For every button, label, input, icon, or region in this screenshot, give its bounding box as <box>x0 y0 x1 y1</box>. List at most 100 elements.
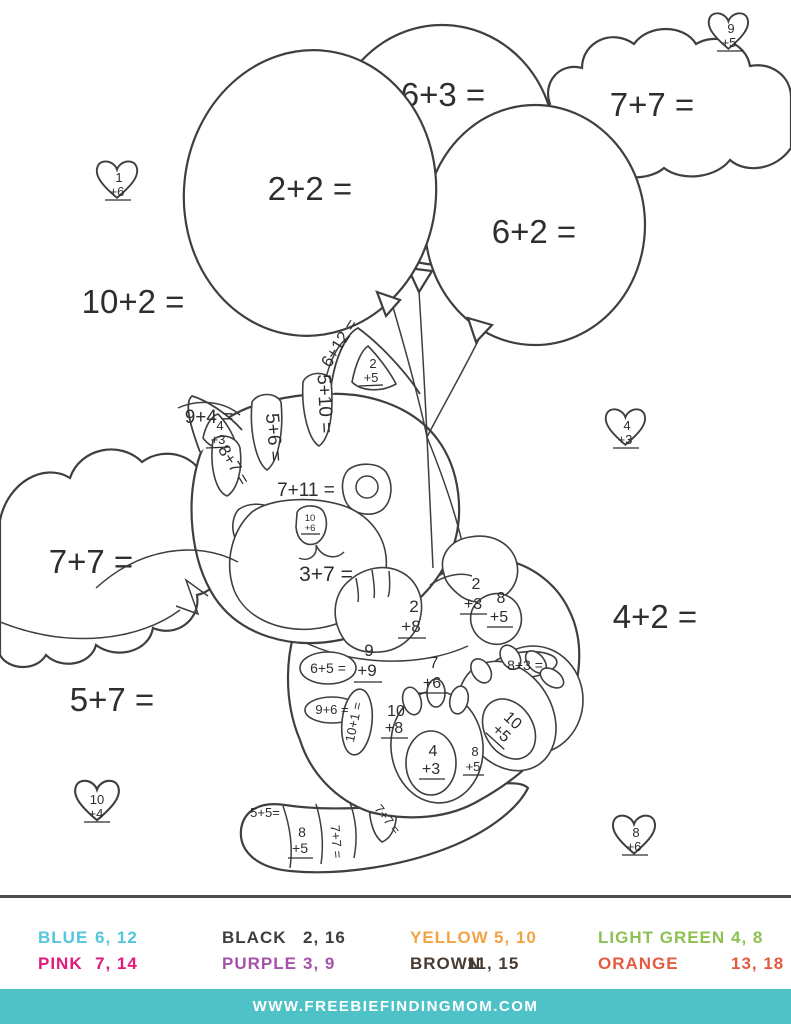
string <box>426 338 480 438</box>
balloon-middle-knot <box>406 266 434 295</box>
cheek-fluff <box>175 577 209 616</box>
problem-tail-b-top: 8 <box>298 824 306 840</box>
problem-loose-five-seven: 5+7 = <box>70 681 154 718</box>
heart-middle-right: 4 +3 <box>604 408 647 449</box>
problem-right-paw-b-bottom: +5 <box>490 609 508 626</box>
forehead-line <box>177 401 241 416</box>
key-item-blue: BLUE 6, 12 <box>38 928 137 948</box>
key-item-light-green: LIGHT GREEN 4, 8 <box>598 928 762 948</box>
problem-right-paw-a-bottom: +3 <box>464 596 482 613</box>
finger-line <box>371 569 376 599</box>
toe <box>401 686 423 716</box>
problem-heart-br-bottom: +6 <box>627 839 642 854</box>
problem-haunch: 8+3 = <box>507 657 543 673</box>
problem-chest-bottom: +9 <box>357 661 376 680</box>
key-values: 2, 16 <box>303 928 346 947</box>
toe <box>499 644 522 671</box>
cat-eye-right <box>341 463 392 515</box>
toe <box>470 658 493 684</box>
heart-top-right: 9 +5 <box>707 12 750 52</box>
balloon-left-shape <box>182 49 438 337</box>
problem-leg-stack-top: 10 <box>387 703 405 720</box>
head-stripe <box>250 393 283 471</box>
cat: 6+12 = 2 +5 5+10 = 5+6 = 9+4 = 4 +3 8+7 … <box>0 290 584 874</box>
problem-cloud-left: 7+7 = <box>49 543 133 580</box>
key-label: ORANGE <box>598 954 679 973</box>
problem-muzzle: 3+7 = <box>299 563 353 586</box>
tail-segment-line <box>348 799 357 859</box>
problem-side-left: 6+5 = <box>310 660 346 676</box>
finger-line <box>387 570 391 598</box>
section-divider <box>0 895 791 898</box>
footer-bar: WWW.FREEBIEFINDINGMOM.COM <box>0 989 791 1024</box>
key-values: 4, 8 <box>731 928 764 947</box>
cat-pupil-right <box>355 475 379 499</box>
mouth-curl-left <box>298 544 317 560</box>
problem-balloon-right: 6+2 = <box>492 213 576 250</box>
problem-heart-left-top: 1 <box>115 170 122 185</box>
key-label: PURPLE <box>222 954 297 973</box>
tail-segment-line <box>315 803 324 865</box>
key-label: BLACK <box>222 928 287 947</box>
toe <box>448 685 470 715</box>
problem-balloon-middle: 6+3 = <box>401 76 485 113</box>
belly-line <box>299 639 469 662</box>
problem-foot-small-bottom: +5 <box>466 759 481 774</box>
heart-bottom-right: 8 +6 <box>611 814 657 856</box>
cat-nose <box>295 505 328 546</box>
key-label: BLUE <box>38 928 89 947</box>
key-values: 11, 15 <box>467 954 520 973</box>
finger-line <box>355 577 360 603</box>
leg-patch <box>340 688 374 756</box>
problem-heart-bl-top: 10 <box>90 792 104 807</box>
problem-forehead: 7+11 = <box>277 480 335 501</box>
problem-loose-ten-two: 10+2 = <box>82 283 185 320</box>
problem-pad-center-bottom: +3 <box>422 761 440 778</box>
problem-ear-inner-bottom: +5 <box>364 370 379 385</box>
problem-tail-c: 7+7 = <box>328 824 346 858</box>
balloon-right-knot <box>466 316 495 345</box>
problem-tail-a: 5+5= <box>250 805 280 820</box>
string <box>426 436 434 569</box>
answer-line <box>485 732 505 750</box>
heart-left: 1 +6 <box>95 160 139 201</box>
problem-heart-left-bottom: +6 <box>110 184 125 199</box>
problem-heart-tr-bottom: +5 <box>722 35 737 50</box>
whisker <box>95 549 239 589</box>
right-foot-pad <box>481 698 537 760</box>
balloon-right: 6+2 = <box>423 103 647 347</box>
problem-ear-left-top: 4 <box>216 418 223 433</box>
problem-nose-top: 10 <box>305 513 316 524</box>
cat-ear-left-edge <box>187 395 243 453</box>
key-values: 5, 10 <box>494 928 537 947</box>
problem-stripe-a: 5+10 = <box>312 374 336 434</box>
problem-heart-tr-top: 9 <box>727 21 734 36</box>
problem-hip: 9+6 = <box>315 702 348 717</box>
key-values: 7, 14 <box>95 954 138 973</box>
cat-ear-right-edge <box>329 326 421 395</box>
problem-leg-stack-bottom: +8 <box>385 720 403 737</box>
cat-right-front-paw <box>441 535 519 604</box>
key-item-yellow: YELLOW 5, 10 <box>410 928 536 948</box>
problem-stripe-c: 9+4 = <box>185 407 234 428</box>
key-label: LIGHT GREEN <box>598 928 726 947</box>
problem-heart-br-top: 8 <box>632 825 639 840</box>
coloring-art: 7+7 = 6+3 = 6+2 = 2+2 = 7+7 = <box>0 12 791 874</box>
problem-left-paw-bottom: +8 <box>401 617 420 636</box>
problem-tail-b-bottom: +5 <box>292 840 308 856</box>
problem-heart-mr-bottom: +3 <box>618 432 633 447</box>
heart-bottom-left: 10 +4 <box>74 779 120 823</box>
problem-left-paw-top: 2 <box>409 597 418 616</box>
problem-loose-four-two: 4+2 = <box>613 598 697 635</box>
key-item-pink: PINK 7, 14 <box>38 954 137 974</box>
problem-foot-small-top: 8 <box>471 744 478 759</box>
problem-heart-mr-top: 4 <box>623 418 630 433</box>
answer-line <box>358 384 384 387</box>
problem-belly-top: 7 <box>430 655 439 672</box>
problem-cloud-top-right: 7+7 = <box>610 86 694 123</box>
problem-stripe-b: 5+6 = <box>261 412 286 462</box>
problem-right-paw-b-top: 8 <box>497 590 506 607</box>
string <box>392 306 428 438</box>
cat-left-front-paw <box>334 566 423 653</box>
head-stripe <box>211 435 242 497</box>
